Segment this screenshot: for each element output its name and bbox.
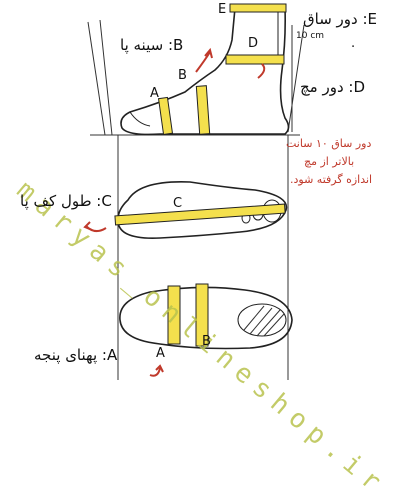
foot-top-view	[119, 286, 293, 350]
heel-hatch	[243, 305, 285, 337]
label-dot: .	[351, 36, 356, 51]
measurement-diagram: maryas_onlineshop.ir E: دور ساق . 10 cm …	[11, 2, 393, 502]
guide-lines	[87, 19, 305, 380]
marker-e-top: E	[218, 2, 227, 17]
tape-b-side	[195, 85, 211, 135]
marker-d-top: D	[248, 36, 259, 51]
note-line-3: اندازه گرفته شود.	[290, 173, 373, 186]
marker-c: C	[173, 196, 183, 211]
label-e: E: دور ساق	[303, 10, 378, 28]
note-line-1: دور ساق ۱۰ سانت	[286, 137, 372, 150]
toe-line	[129, 111, 151, 127]
foot-sole-outline	[117, 181, 288, 239]
label-d: D: دور مچ	[300, 78, 366, 96]
marker-b-top: B	[178, 68, 187, 83]
marker-a-bottom: A	[156, 346, 165, 361]
marker-b-bottom: B	[202, 334, 211, 349]
label-c: C: طول کف پا	[20, 192, 112, 210]
tape-measures-side	[157, 3, 287, 135]
tape-d-side	[225, 54, 285, 65]
note-line-2: بالاتر از مچ	[304, 155, 355, 168]
heel-area	[237, 303, 287, 337]
tape-a-top	[167, 285, 181, 345]
tape-e-side	[229, 3, 287, 13]
red-arrows	[83, 47, 266, 377]
marker-a-top: A	[150, 86, 159, 101]
tape-a-side	[157, 96, 174, 135]
label-b: B: سینه پا	[120, 36, 184, 54]
tape-c-length	[114, 203, 286, 226]
foot-side-view	[120, 7, 290, 136]
label-10cm: 10 cm	[296, 31, 325, 41]
foot-illustration	[83, 3, 305, 380]
label-a: A: پهنای پنجه	[34, 346, 118, 364]
tape-b-top	[195, 283, 209, 347]
